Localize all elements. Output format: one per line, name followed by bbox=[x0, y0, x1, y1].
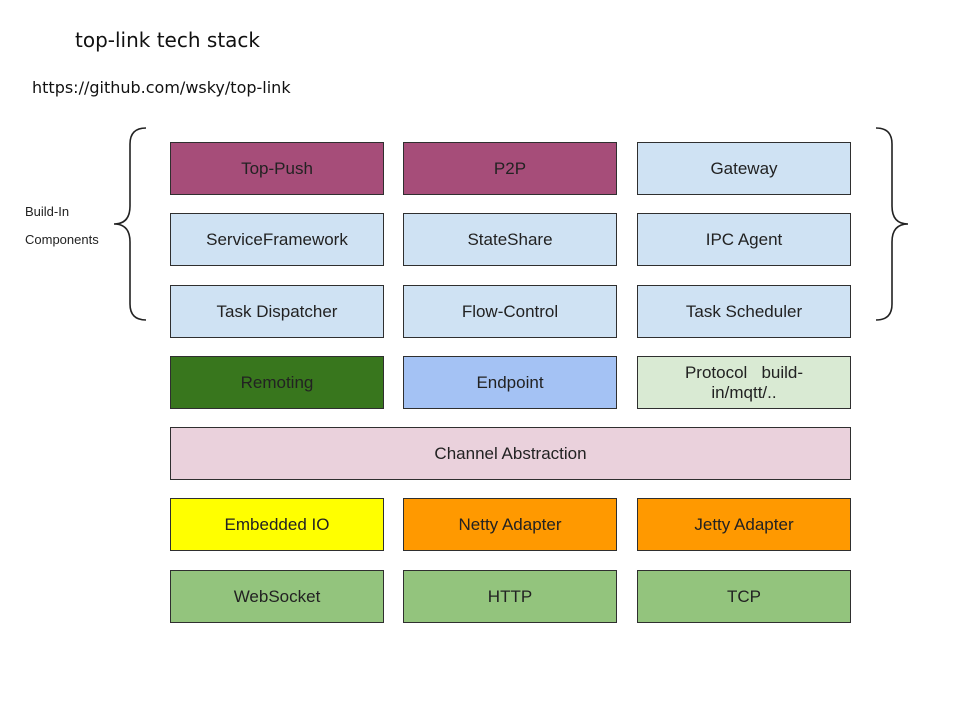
box-label: WebSocket bbox=[233, 586, 321, 606]
box-label: Task Dispatcher bbox=[216, 301, 338, 321]
box-label: Netty Adapter bbox=[458, 514, 562, 534]
box-embedded-io: Embedded IO bbox=[170, 498, 384, 551]
build-in-components-label: Build-In Components bbox=[25, 198, 135, 254]
box-tcp: TCP bbox=[637, 570, 851, 623]
box-gateway: Gateway bbox=[637, 142, 851, 195]
box-label: HTTP bbox=[487, 586, 533, 606]
box-label: IPC Agent bbox=[705, 229, 783, 249]
box-task-scheduler: Task Scheduler bbox=[637, 285, 851, 338]
box-label: Jetty Adapter bbox=[694, 514, 794, 534]
box-remoting: Remoting bbox=[170, 356, 384, 409]
box-p2p: P2P bbox=[403, 142, 617, 195]
box-flow-control: Flow-Control bbox=[403, 285, 617, 338]
box-endpoint: Endpoint bbox=[403, 356, 617, 409]
left-brace-icon bbox=[113, 127, 147, 321]
box-label: Endpoint bbox=[476, 372, 544, 392]
box-label: Channel Abstraction bbox=[434, 443, 587, 463]
box-label: P2P bbox=[493, 158, 527, 178]
box-label: TCP bbox=[727, 586, 761, 606]
box-jetty-adapter: Jetty Adapter bbox=[637, 498, 851, 551]
repo-url: https://github.com/wsky/top-link bbox=[32, 78, 291, 97]
box-ipc-agent: IPC Agent bbox=[637, 213, 851, 266]
box-label: Remoting bbox=[240, 372, 314, 392]
side-label-line-2: Components bbox=[25, 232, 99, 247]
box-label: Gateway bbox=[710, 158, 778, 178]
diagram-title: top-link tech stack bbox=[75, 28, 260, 52]
box-label: Task Scheduler bbox=[685, 301, 803, 321]
box-label: StateShare bbox=[467, 229, 553, 249]
box-label: ServiceFramework bbox=[206, 229, 348, 249]
box-websocket: WebSocket bbox=[170, 570, 384, 623]
box-service-framework: ServiceFramework bbox=[170, 213, 384, 266]
box-label: Top-Push bbox=[241, 158, 313, 178]
box-label: Embedded IO bbox=[224, 514, 330, 534]
box-http: HTTP bbox=[403, 570, 617, 623]
box-label: Protocol build-in/mqtt/.. bbox=[684, 362, 804, 402]
box-protocol: Protocol build-in/mqtt/.. bbox=[637, 356, 851, 409]
box-netty-adapter: Netty Adapter bbox=[403, 498, 617, 551]
box-top-push: Top-Push bbox=[170, 142, 384, 195]
box-state-share: StateShare bbox=[403, 213, 617, 266]
box-label: Flow-Control bbox=[461, 301, 559, 321]
side-label-line-1: Build-In bbox=[25, 204, 70, 219]
box-channel-abstraction: Channel Abstraction bbox=[170, 427, 851, 480]
box-task-dispatcher: Task Dispatcher bbox=[170, 285, 384, 338]
right-brace-icon bbox=[875, 127, 909, 321]
